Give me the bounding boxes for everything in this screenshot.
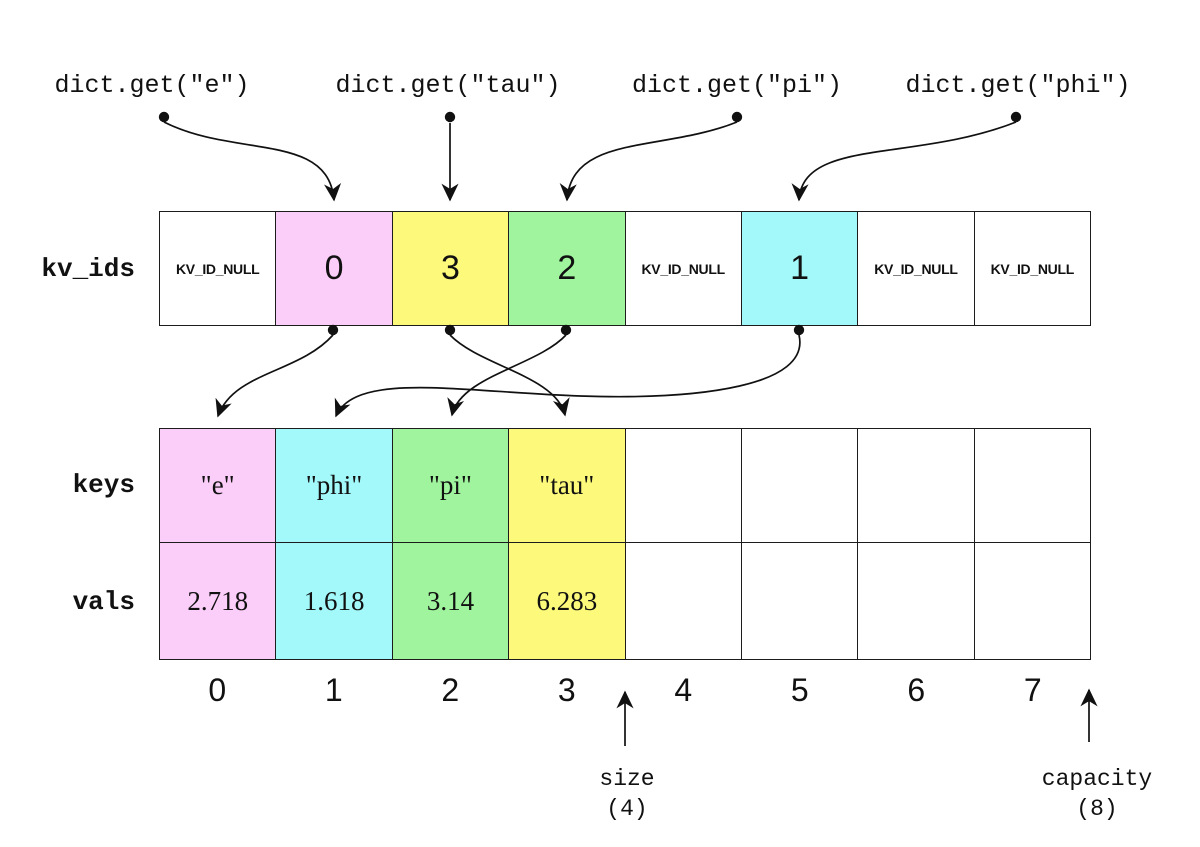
slot-index-3: 3 bbox=[557, 671, 576, 708]
size-value: (4) bbox=[606, 796, 648, 822]
keys-cell-1-value: "phi" bbox=[305, 470, 363, 500]
kv-ids-row-label: kv_ids bbox=[41, 253, 135, 284]
arrow-kv-slot-2-to-entry-3 bbox=[449, 334, 570, 417]
arrow-kv-slot-1-to-entry-0 bbox=[215, 334, 334, 418]
slot-index-1: 1 bbox=[324, 671, 343, 708]
slot-index-0: 0 bbox=[208, 671, 227, 708]
kv-ids-cell-0: KV_ID_NULL bbox=[160, 212, 276, 325]
vals-cell-0-value: 2.718 bbox=[187, 585, 249, 616]
vals-cell-1-value: 1.618 bbox=[303, 585, 365, 616]
kv-ids-cell-6: KV_ID_NULL bbox=[857, 212, 974, 325]
vals-row-label: vals bbox=[72, 586, 135, 617]
keys-cell-3-value: "tau" bbox=[539, 470, 595, 500]
dict-get-pi-label: dict.get("pi") bbox=[631, 71, 843, 100]
dict-get-tau-label: dict.get("tau") bbox=[335, 71, 561, 100]
dot-kv-slot-2 bbox=[444, 324, 456, 336]
kv-ids-cell-5-value: 1 bbox=[790, 249, 810, 287]
dot-kv-slot-3 bbox=[560, 324, 572, 336]
capacity-label: capacity bbox=[1041, 766, 1153, 792]
dot-kv-slot-1 bbox=[327, 324, 339, 336]
keys-cell-3: "tau" bbox=[508, 429, 625, 542]
arrow-dict-get-phi-to-kv-slot-5 bbox=[791, 121, 1017, 202]
keys-cell-5 bbox=[740, 429, 858, 542]
kv-ids-cell-4-value: KV_ID_NULL bbox=[641, 260, 726, 277]
keys-cell-0-value: "e" bbox=[200, 470, 235, 500]
kv-ids-cell-3-value: 2 bbox=[557, 249, 577, 287]
kv-ids-array: KV_ID_NULL 0 3 2 KV_ID_NULL 1 KV_ID_NULL… bbox=[159, 211, 1091, 326]
kv-ids-cell-6-value: KV_ID_NULL bbox=[874, 260, 958, 277]
entries-array: "e" "phi" "pi" "tau" 2.718 1.618 3.14 6.… bbox=[159, 428, 1091, 660]
vals-cell-0: 2.718 bbox=[160, 543, 276, 659]
vals-cell-2-value: 3.14 bbox=[426, 585, 475, 616]
kv-ids-cell-0-value: KV_ID_NULL bbox=[176, 260, 260, 277]
keys-cell-2-value: "pi" bbox=[428, 470, 472, 500]
vals-cell-2: 3.14 bbox=[391, 543, 509, 659]
arrow-kv-slot-3-to-entry-2 bbox=[447, 334, 567, 417]
kv-ids-cell-4: KV_ID_NULL bbox=[624, 212, 741, 325]
slot-index-5: 5 bbox=[790, 671, 809, 708]
slot-index-7: 7 bbox=[1023, 671, 1042, 708]
dot-kv-slot-5 bbox=[793, 324, 805, 336]
keys-array: "e" "phi" "pi" "tau" bbox=[160, 429, 1090, 543]
kv-ids-cell-2-value: 3 bbox=[440, 249, 460, 287]
vals-array: 2.718 1.618 3.14 6.283 bbox=[160, 543, 1090, 659]
arrow-dict-get-pi-to-kv-slot-3 bbox=[559, 121, 738, 202]
kv-ids-cell-1-value: 0 bbox=[324, 249, 344, 287]
kv-ids-cell-2: 3 bbox=[391, 212, 509, 325]
keys-cell-4 bbox=[624, 429, 741, 542]
dot-dict-get-tau bbox=[444, 111, 456, 123]
vals-cell-3-value: 6.283 bbox=[536, 585, 598, 616]
vals-cell-1: 1.618 bbox=[275, 543, 392, 659]
slot-index-4: 4 bbox=[674, 671, 693, 708]
keys-cell-0: "e" bbox=[160, 429, 276, 542]
vals-cell-7 bbox=[973, 543, 1090, 659]
arrow-dict-get-e-to-kv-slot-1 bbox=[163, 121, 342, 202]
slot-index-row: 0 1 2 3 4 5 6 7 bbox=[159, 668, 1091, 712]
kv-ids-cell-5: 1 bbox=[740, 212, 858, 325]
dict-get-phi-label: dict.get("phi") bbox=[905, 71, 1131, 100]
dot-dict-get-phi bbox=[1010, 111, 1022, 123]
keys-cell-6 bbox=[857, 429, 974, 542]
keys-cell-1: "phi" bbox=[275, 429, 392, 542]
kv-ids-cell-7: KV_ID_NULL bbox=[973, 212, 1090, 325]
kv-ids-cell-3: 2 bbox=[508, 212, 625, 325]
keys-row-label: keys bbox=[72, 470, 135, 500]
capacity-value: (8) bbox=[1076, 796, 1118, 822]
kv-ids-cell-1: 0 bbox=[275, 212, 392, 325]
keys-cell-2: "pi" bbox=[391, 429, 509, 542]
vals-cell-5 bbox=[740, 543, 858, 659]
dot-dict-get-pi bbox=[731, 111, 743, 123]
dot-dict-get-e bbox=[158, 111, 170, 123]
vals-cell-6 bbox=[857, 543, 974, 659]
slot-index-6: 6 bbox=[907, 671, 926, 708]
arrow-kv-slot-5-to-entry-1 bbox=[334, 334, 801, 418]
kv-ids-cell-7-value: KV_ID_NULL bbox=[990, 260, 1075, 277]
size-label: size bbox=[599, 766, 655, 792]
vals-cell-4 bbox=[624, 543, 741, 659]
keys-cell-7 bbox=[973, 429, 1090, 542]
vals-cell-3: 6.283 bbox=[508, 543, 625, 659]
slot-index-2: 2 bbox=[441, 671, 460, 708]
dict-get-e-label: dict.get("e") bbox=[54, 71, 250, 100]
